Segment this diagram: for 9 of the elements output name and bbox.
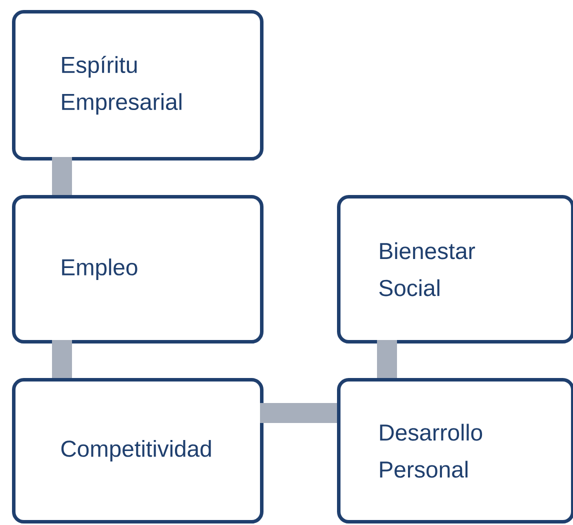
process-box: Competitividad xyxy=(12,378,264,524)
connector xyxy=(260,403,337,423)
process-box: Empleo xyxy=(12,195,264,344)
process-box: Bienestar Social xyxy=(337,195,573,344)
connector xyxy=(377,340,397,378)
connector xyxy=(52,340,72,378)
process-box: Desarrollo Personal xyxy=(337,378,573,524)
connector xyxy=(52,157,72,195)
process-box: Espíritu Empresarial xyxy=(12,10,264,160)
